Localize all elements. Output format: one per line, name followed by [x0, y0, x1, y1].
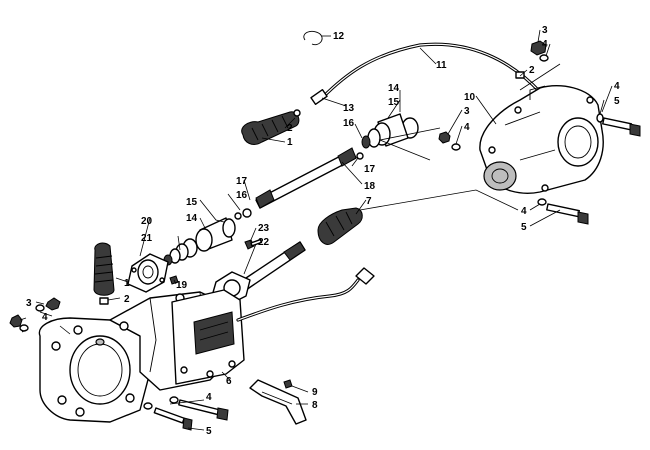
axle-shaft	[234, 147, 357, 220]
callout-19: 19	[176, 280, 188, 291]
callout-3-right: 3	[542, 25, 548, 36]
callout-17-upper: 17	[364, 164, 376, 175]
callout-18: 18	[364, 181, 376, 192]
left-nut-washer	[438, 131, 461, 151]
callout-14-upper: 14	[388, 83, 400, 94]
callout-8: 8	[312, 400, 318, 411]
upper-boot	[241, 109, 301, 145]
callout-5-right: 5	[614, 96, 620, 107]
callout-1-lower: 1	[124, 278, 130, 289]
leader-lines	[19, 29, 613, 431]
upper-right-nut	[530, 40, 549, 62]
callout-2-upper: 2	[287, 123, 293, 134]
seal-plate	[127, 253, 169, 293]
upper-boot-assembly	[356, 113, 419, 160]
callout-17-lower: 17	[236, 176, 248, 187]
callout-15-upper: 15	[388, 97, 400, 108]
bracket-screw	[283, 379, 293, 389]
callout-1-upper: 1	[287, 137, 293, 148]
middle-boot	[317, 207, 363, 245]
callout-3-left: 3	[26, 298, 32, 309]
lower-boot-assembly	[163, 217, 236, 266]
callout-4-left: 4	[42, 312, 48, 323]
callout-21: 21	[141, 233, 153, 244]
small-bolt-23	[244, 238, 263, 250]
wiring-harness	[236, 267, 375, 322]
callout-5-bottom: 5	[206, 426, 212, 437]
callout-4-bottom: 4	[206, 392, 212, 403]
right-bolt-lower	[537, 198, 589, 225]
callout-3-mid: 3	[464, 106, 470, 117]
callout-4-right-bottom: 4	[521, 206, 527, 217]
cable-clip	[303, 30, 323, 46]
lower-bolts	[143, 396, 229, 431]
callout-4-mid: 4	[464, 122, 470, 133]
callout-16-upper: 16	[343, 118, 355, 129]
callout-2-lower: 2	[124, 294, 130, 305]
callout-15-lower: 15	[186, 197, 198, 208]
callout-14-lower: 14	[186, 213, 198, 224]
transmission-housing	[38, 289, 245, 423]
callout-9: 9	[312, 387, 318, 398]
callout-12: 12	[333, 31, 345, 42]
callout-16-lower: 16	[236, 190, 248, 201]
callout-13: 13	[343, 103, 355, 114]
callout-4-right-top: 4	[542, 39, 548, 50]
lower-boot	[93, 242, 115, 305]
shift-cable	[310, 42, 542, 105]
bracket	[249, 379, 307, 425]
callout-5-right-bottom: 5	[521, 222, 527, 233]
callout-4-right: 4	[614, 81, 620, 92]
callout-6: 6	[226, 376, 232, 387]
rear-gear-case	[479, 85, 604, 194]
lower-left-nuts	[9, 297, 61, 332]
callout-7: 7	[366, 196, 372, 207]
right-bolt-upper	[596, 113, 641, 137]
callout-20: 20	[141, 216, 153, 227]
callout-2-right: 2	[529, 65, 535, 76]
callout-11: 11	[436, 60, 447, 71]
callout-22: 22	[258, 237, 270, 248]
callout-10: 10	[464, 92, 476, 103]
callout-23: 23	[258, 223, 270, 234]
callout-labels: 12 11 13 2 1 14 15 16 17 18 10 3 4 2 3 4…	[26, 25, 620, 437]
